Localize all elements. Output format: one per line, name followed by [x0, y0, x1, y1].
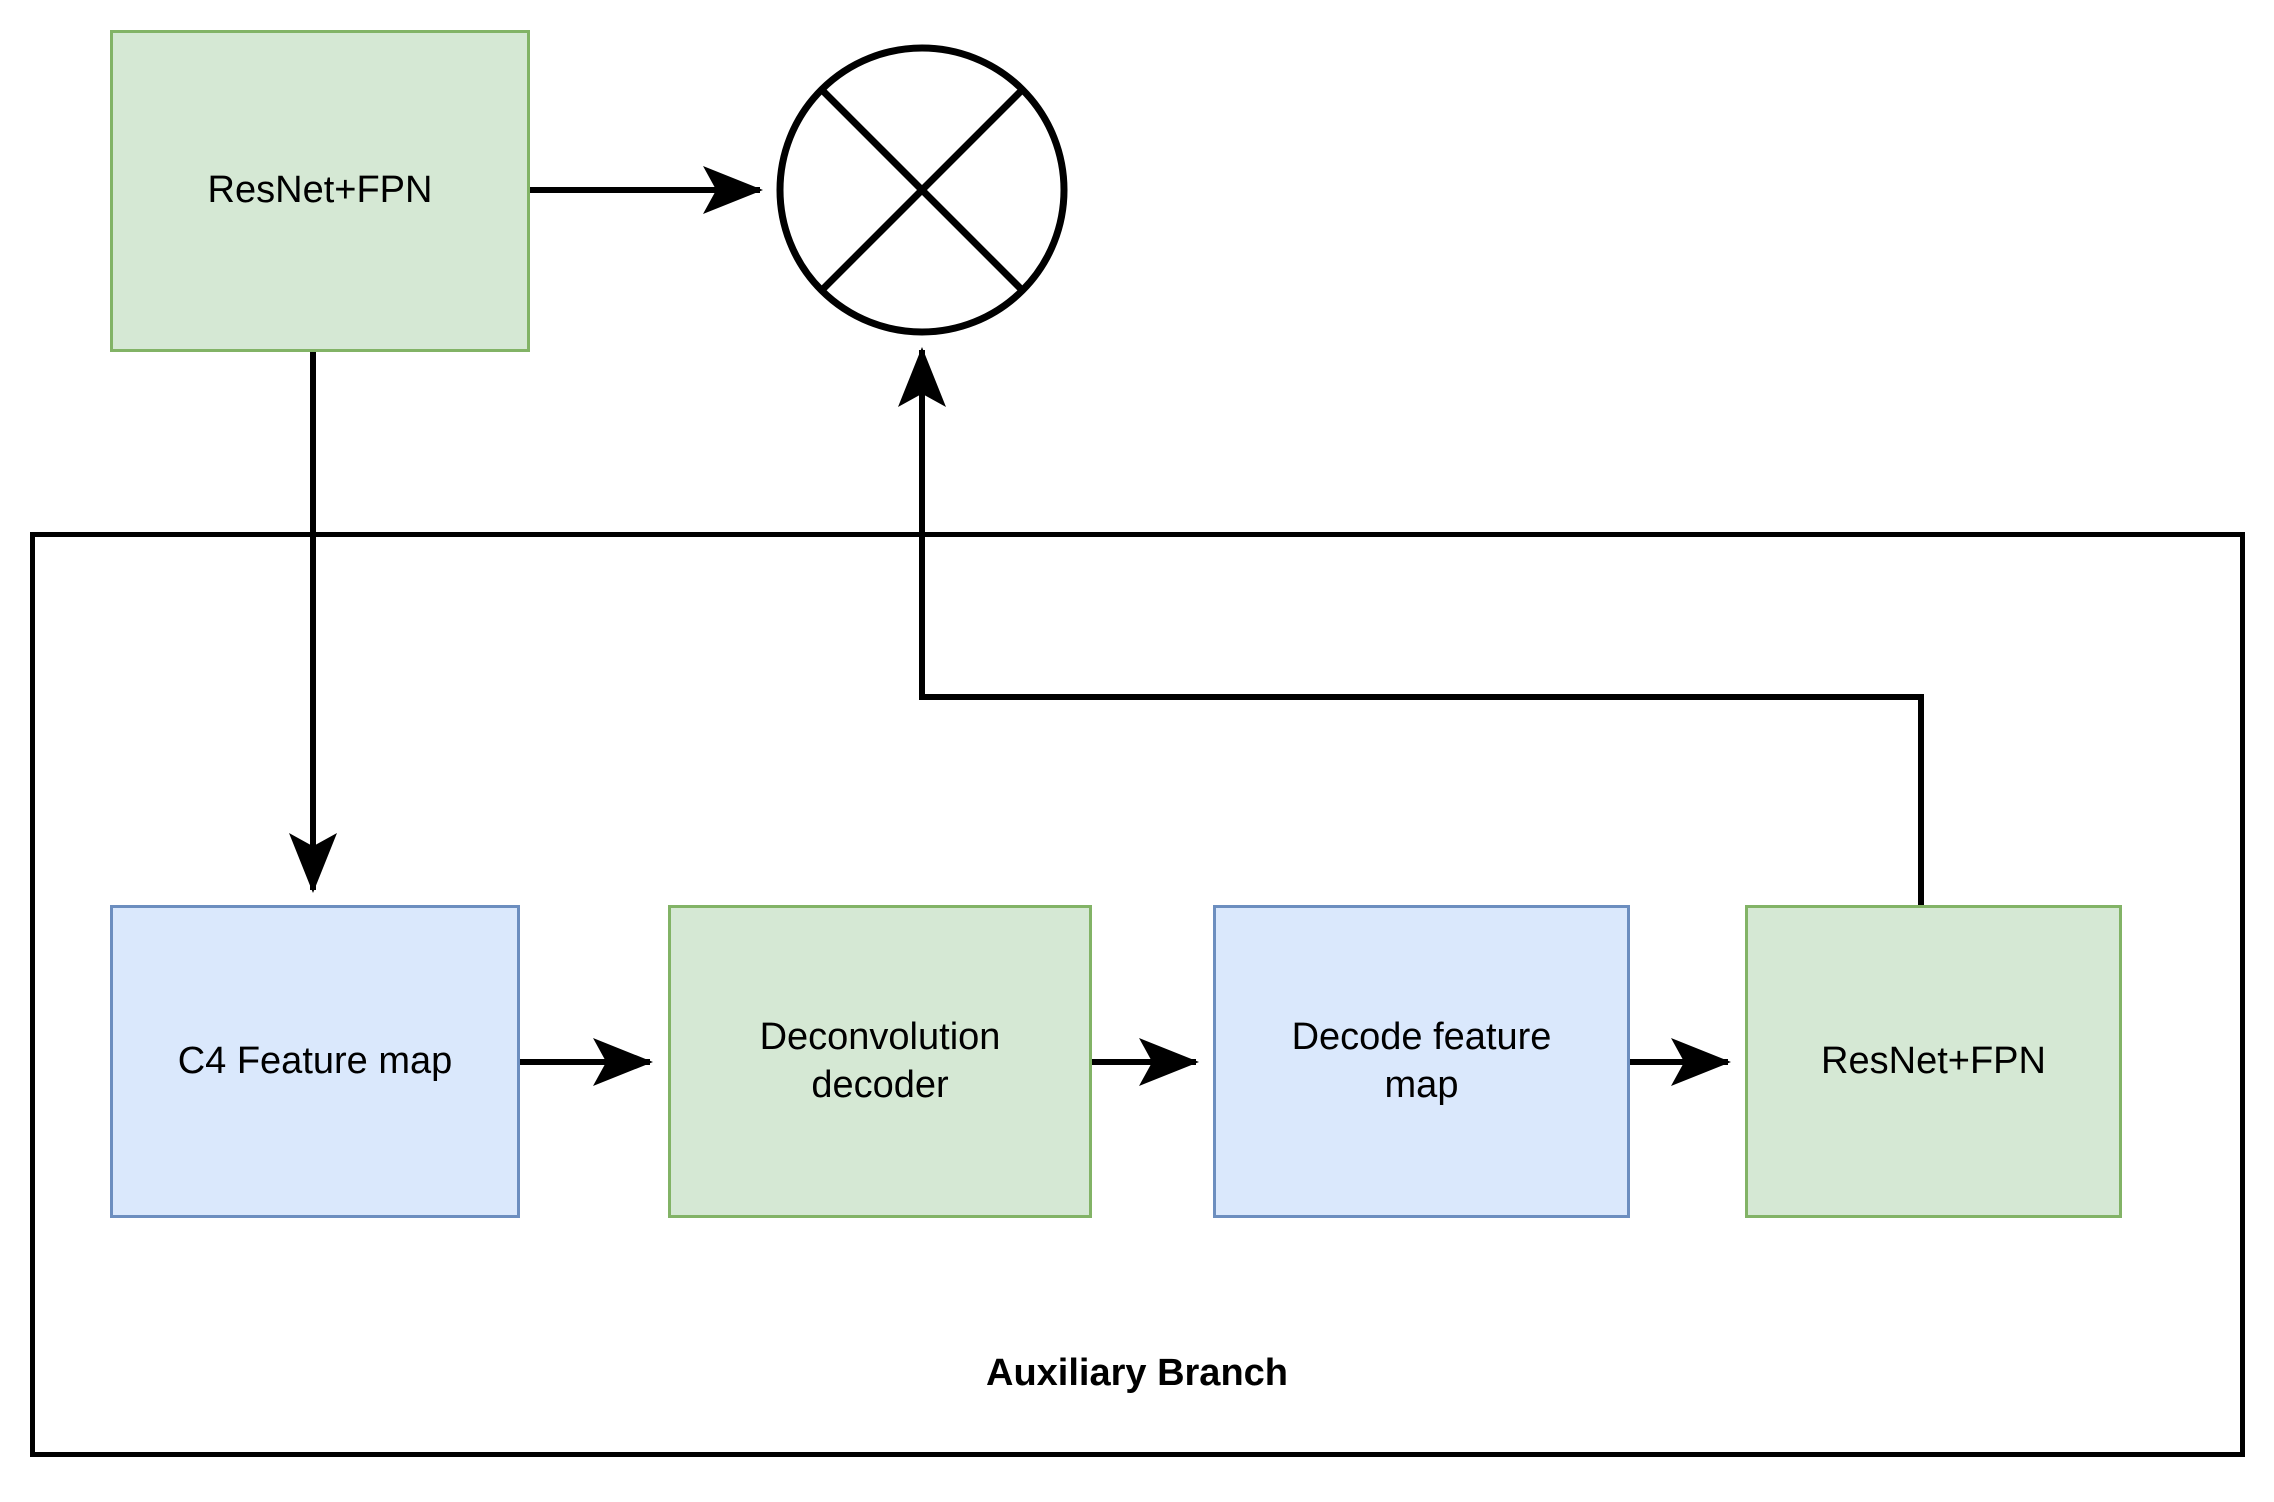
node-resnet-fpn-aux-label: ResNet+FPN — [1821, 1039, 2046, 1082]
node-resnet-fpn-aux[interactable]: ResNet+FPN — [1745, 905, 2122, 1218]
cross-junction-icon — [776, 44, 1068, 336]
node-deconvolution-decoder[interactable]: Deconvolution decoder — [668, 905, 1092, 1218]
node-resnet-fpn-main-label: ResNet+FPN — [207, 169, 433, 212]
node-c4-feature-map[interactable]: C4 Feature map — [110, 905, 520, 1218]
node-deconvolution-decoder-label: Deconvolution decoder — [759, 1016, 1001, 1106]
auxiliary-branch-container — [30, 532, 2245, 1457]
node-decode-feature-map[interactable]: Decode feature map — [1213, 905, 1630, 1218]
node-c4-feature-map-label: C4 Feature map — [177, 1039, 453, 1082]
auxiliary-branch-label: Auxiliary Branch — [986, 1352, 1288, 1394]
node-resnet-fpn-main[interactable]: ResNet+FPN — [110, 30, 530, 352]
node-decode-feature-map-label: Decode feature map — [1291, 1016, 1552, 1106]
